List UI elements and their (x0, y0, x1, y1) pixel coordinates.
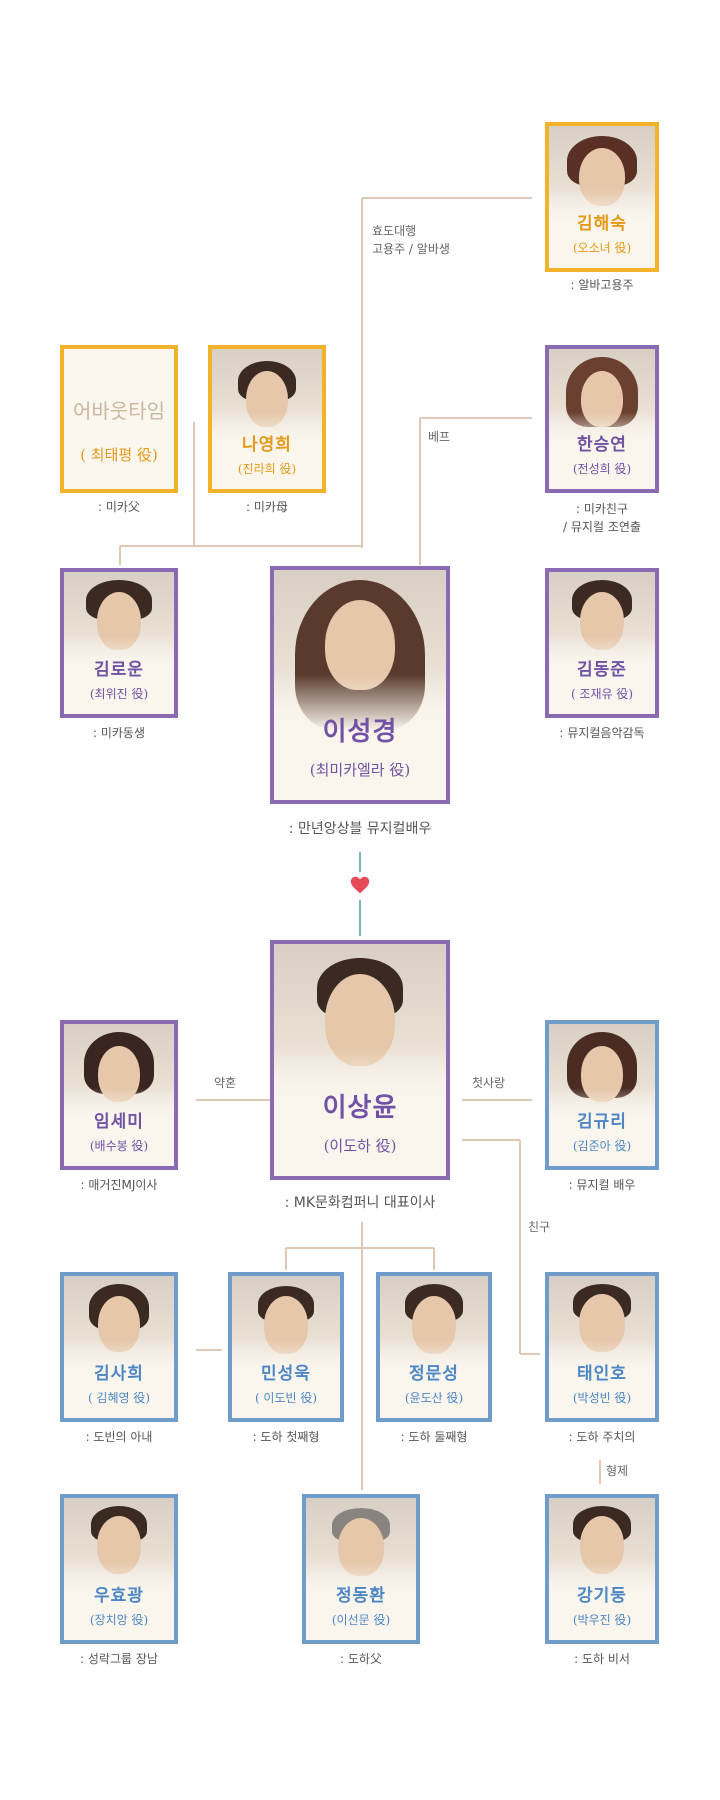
character-name: 강기둥 (577, 1586, 627, 1606)
character-name: 이성경 (322, 717, 398, 747)
desc-lee-sungkyoung: : 만년앙상블 뮤지컬배우 (288, 821, 432, 837)
relation-brothers-label: 형제 (606, 1464, 629, 1478)
character-name: 정문성 (409, 1364, 459, 1384)
relation-first-love-label: 첫사랑 (472, 1076, 506, 1090)
card-jung-moonsung[interactable]: 정문성 (윤도산 役) (376, 1272, 492, 1422)
card-tae-inho[interactable]: 태인호 (박성빈 役) (545, 1272, 659, 1422)
desc-woo-hyokwang: : 성락그룹 장남 (80, 1652, 158, 1666)
card-lee-sangyoon[interactable]: 이상윤 (이도하 役) (270, 940, 450, 1180)
relation-filial-label: 효도대행 고용주 / 알바생 (372, 222, 450, 258)
character-name: 태인호 (577, 1364, 627, 1384)
desc-kang-kidoong: : 도하 비서 (574, 1652, 630, 1666)
character-role: (전성희 役) (572, 462, 632, 476)
character-role: (최미카엘라 役) (309, 761, 411, 779)
desc-kim-sahee: : 도빈의 아내 (85, 1430, 153, 1444)
character-name: 김로운 (94, 660, 144, 680)
heart-icon (350, 876, 370, 894)
relation-filial-line1: 효도대행 (372, 224, 417, 238)
card-kim-haesuk[interactable]: 김해숙 (오소녀 役) (545, 122, 659, 272)
card-kim-gyuri[interactable]: 김규리 (김준아 役) (545, 1020, 659, 1170)
card-han-seungyeon[interactable]: 한승연 (전성희 役) (545, 345, 659, 493)
card-im-semi[interactable]: 임세미 (배수봉 役) (60, 1020, 178, 1170)
card-na-younghee[interactable]: 나영희 (진라희 役) (208, 345, 326, 493)
desc-im-semi: : 매거진MJ이사 (80, 1178, 158, 1192)
card-jung-donghwan[interactable]: 정동환 (이선문 役) (302, 1494, 420, 1644)
desc-kim-dongjun: : 뮤지컬음악감독 (559, 726, 645, 740)
relation-friend-label: 친구 (528, 1220, 551, 1234)
character-name: 임세미 (94, 1112, 144, 1132)
character-name: 정동환 (336, 1586, 386, 1606)
character-role: (박성빈 役) (572, 1391, 632, 1405)
character-name: 한승연 (577, 435, 627, 455)
card-woo-hyokwang[interactable]: 우효광 (장치앙 役) (60, 1494, 178, 1644)
character-role: (이도하 役) (323, 1137, 397, 1155)
desc-tae-inho: : 도하 주치의 (568, 1430, 636, 1444)
desc-jung-moonsung: : 도하 둘째형 (400, 1430, 468, 1444)
character-role: (장치앙 役) (89, 1613, 149, 1627)
character-name: 이상윤 (322, 1093, 398, 1123)
character-role: (최위진 役) (89, 687, 149, 701)
character-name: 김해숙 (577, 214, 627, 234)
desc-placeholder-father: : 미카父 (98, 500, 140, 514)
desc-kim-haesuk: : 알바고용주 (570, 278, 634, 292)
card-kim-dongjun[interactable]: 김동준 ( 조재유 役) (545, 568, 659, 718)
desc-kim-gyuri: : 뮤지컬 배우 (568, 1178, 636, 1192)
relation-engaged-label: 약혼 (214, 1076, 237, 1090)
character-name: 김사희 (94, 1364, 144, 1384)
character-role: ( 이도빈 役) (254, 1391, 318, 1405)
character-role: (오소녀 役) (572, 241, 632, 255)
character-role: ( 최태평 役) (80, 446, 158, 464)
character-name: 민성욱 (261, 1364, 311, 1384)
character-role: (윤도산 役) (404, 1391, 464, 1405)
character-name: 우효광 (94, 1586, 144, 1606)
desc-na-younghee: : 미카母 (246, 500, 288, 514)
character-role: ( 김혜영 役) (87, 1391, 151, 1405)
desc-lee-sangyoon: : MK문화컴퍼니 대표이사 (284, 1195, 436, 1211)
character-role: (박우진 役) (572, 1613, 632, 1627)
character-name: 김규리 (577, 1112, 627, 1132)
desc-jung-donghwan: : 도하父 (340, 1652, 382, 1666)
desc-kim-rowoon: : 미카동생 (92, 726, 146, 740)
relation-bestie-label: 베프 (428, 430, 451, 444)
placeholder-title: 어바웃타임 (73, 399, 165, 423)
card-placeholder-father[interactable]: 어바웃타임 ( 최태평 役) (60, 345, 178, 493)
character-role: (배수봉 役) (89, 1139, 149, 1153)
character-role: (김준아 役) (572, 1139, 632, 1153)
card-kang-kidoong[interactable]: 강기둥 (박우진 役) (545, 1494, 659, 1644)
card-kim-sahee[interactable]: 김사희 ( 김혜영 役) (60, 1272, 178, 1422)
desc-min-sungwook: : 도하 첫째형 (252, 1430, 320, 1444)
character-role: ( 조재유 役) (570, 687, 634, 701)
card-min-sungwook[interactable]: 민성욱 ( 이도빈 役) (228, 1272, 344, 1422)
card-kim-rowoon[interactable]: 김로운 (최위진 役) (60, 568, 178, 718)
character-name: 김동준 (577, 660, 627, 680)
desc-han-seungyeon: : 미카친구 / 뮤지컬 조연출 (563, 502, 641, 534)
relation-filial-line2: 고용주 / 알바생 (372, 242, 450, 256)
character-role: (이선문 役) (331, 1613, 391, 1627)
character-name: 나영희 (242, 435, 292, 455)
character-role: (진라희 役) (237, 462, 297, 476)
card-lee-sungkyoung[interactable]: 이성경 (최미카엘라 役) (270, 566, 450, 804)
